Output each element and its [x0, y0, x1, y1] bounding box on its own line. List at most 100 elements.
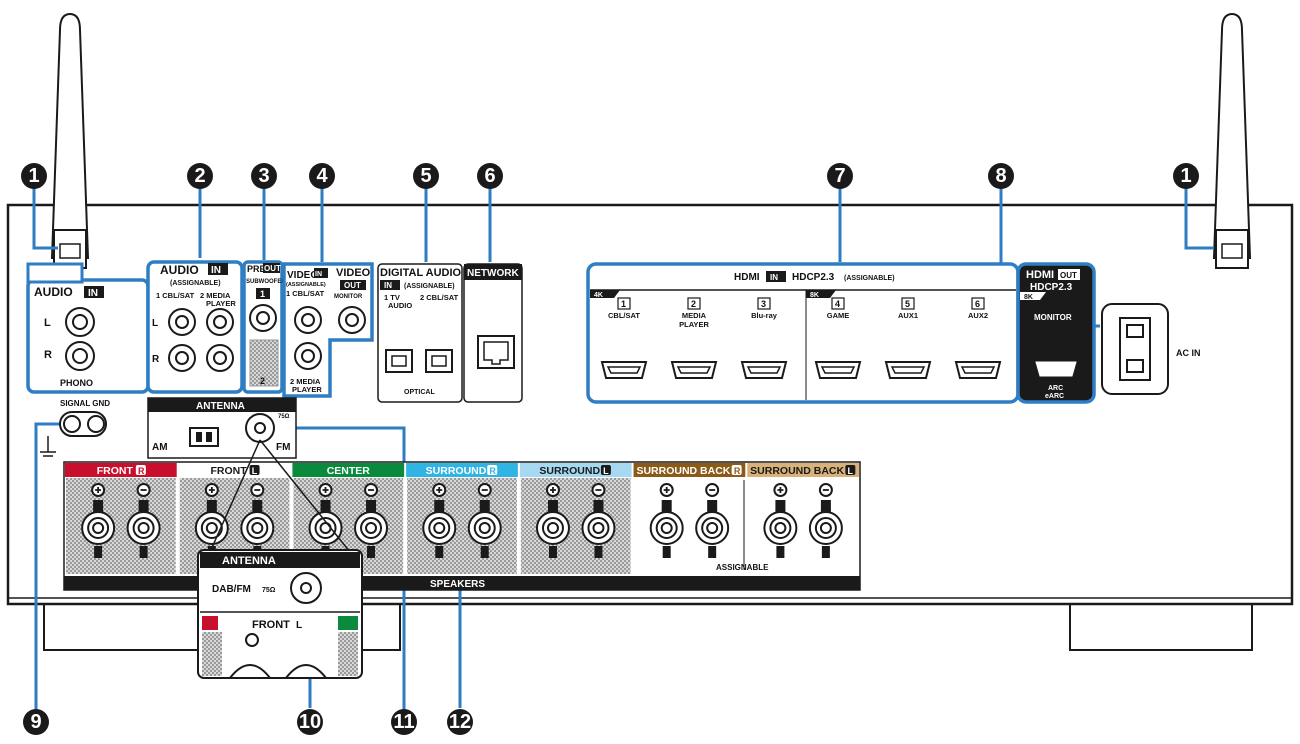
- optical-port-2[interactable]: [425, 349, 453, 373]
- hdmi-in-connector[interactable]: [600, 361, 648, 379]
- antenna-right: [1212, 12, 1252, 269]
- hdmi-in-block: HDMI IN HDCP2.3 (ASSIGNABLE) 4K 8K 1CBL/…: [586, 262, 1020, 404]
- video-in-ch2: 2 MEDIA: [290, 377, 321, 386]
- hdmi-out-badge: 8K: [1024, 294, 1033, 301]
- optical-port-1[interactable]: [385, 349, 413, 373]
- speaker-channel-letter: L: [603, 466, 609, 476]
- callout-circle: [297, 709, 323, 735]
- callout-number: 4: [316, 165, 328, 187]
- callout-number: 5: [420, 165, 431, 187]
- audio-in-ch1: 1 CBL/SAT: [156, 291, 195, 300]
- speaker-channel-badge: [487, 465, 498, 475]
- callout-number: 1: [1180, 165, 1191, 187]
- callout-8: 8: [988, 163, 1014, 189]
- network-title: NETWORK: [467, 268, 519, 279]
- hdmi-in-ports: 1CBL/SAT2MEDIAPLAYER3Blu-ray4GAME5AUX16A…: [600, 297, 1002, 379]
- hdmi-out-port[interactable]: [1035, 361, 1077, 377]
- speaker-channel-letter: R: [138, 466, 145, 476]
- callout-circle: [21, 163, 47, 189]
- speaker-group-3: CENTER: [292, 463, 405, 574]
- speakers-title: SPEAKERS: [430, 579, 485, 590]
- video-in-ch1: 1 CBL/SAT: [286, 289, 325, 298]
- video-in-assign: (ASSIGNABLE): [286, 282, 326, 288]
- callout-circle: [827, 163, 853, 189]
- callout-11: 10: [297, 709, 323, 735]
- foot-left: [43, 604, 401, 651]
- callout-circle: [309, 163, 335, 189]
- hdmi-in-connector[interactable]: [670, 361, 718, 379]
- callout-number: 6: [484, 165, 495, 187]
- speaker-channel-badge: [249, 465, 260, 475]
- callout-circle: [477, 163, 503, 189]
- hdmi-port-number-box: [687, 297, 701, 310]
- hdmi-in-assign: (ASSIGNABLE): [844, 275, 895, 282]
- inset-title: ANTENNA: [222, 555, 276, 567]
- video-out-title: VIDEO: [336, 267, 371, 279]
- audio-in-assign-tag: IN: [211, 265, 221, 276]
- callout-10: 9: [23, 709, 49, 735]
- callout-number: 1: [28, 165, 39, 187]
- antenna-am: AM: [152, 442, 168, 453]
- inset-ohm: 75Ω: [262, 587, 276, 594]
- callout-12: 11: [391, 709, 417, 735]
- preout-title-pre: PRE: [247, 264, 266, 274]
- hdmi-port-name: GAME: [827, 311, 850, 320]
- hdmi-in-connector[interactable]: [814, 361, 862, 379]
- callout-number: 7: [834, 165, 845, 187]
- inset-dabfm: DAB/FM: [212, 584, 251, 595]
- hdmi-port-number-box: [757, 297, 771, 310]
- speaker-channel-letter: L: [848, 466, 854, 476]
- hdmi-out-monitor: MONITOR: [1034, 313, 1072, 322]
- callout-number: 3: [258, 165, 269, 187]
- audio-in-ch2: 2 MEDIA: [200, 291, 231, 300]
- speaker-group-label: SURROUND: [426, 465, 487, 477]
- callout-circle: [23, 709, 49, 735]
- hdmi-in-connector[interactable]: [954, 361, 1002, 379]
- phono-label: PHONO: [60, 378, 93, 388]
- hdmi-port-number: 3: [761, 299, 766, 309]
- video-in-title: VIDEO: [287, 270, 318, 281]
- hdmi-in-connector[interactable]: [884, 361, 932, 379]
- audio-in-phono-block: AUDIO IN L R PHONO: [26, 262, 150, 394]
- am-terminal[interactable]: [189, 427, 219, 447]
- speaker-channel-badge: [845, 465, 856, 475]
- inset-front: FRONT: [252, 619, 290, 631]
- callout-3: 3: [251, 163, 277, 189]
- hdmi-out-hdcp: HDCP2.3: [1030, 282, 1073, 293]
- digital-ch1b: AUDIO: [388, 301, 412, 310]
- hdmi-out-earc: eARC: [1045, 393, 1064, 400]
- audio-in-phono-title: AUDIO: [34, 285, 73, 299]
- callout-circle: [391, 709, 417, 735]
- speaker-group-label: FRONT: [210, 465, 247, 477]
- speaker-group-label: SURROUND: [539, 465, 600, 477]
- ac-inlet[interactable]: [1119, 317, 1151, 381]
- video-in-ch2b: PLAYER: [292, 385, 322, 394]
- hdmi-in-connector[interactable]: [740, 361, 788, 379]
- callout-number: 11: [393, 711, 414, 733]
- network-block: NETWORK: [463, 263, 523, 403]
- hdmi-port-number: 4: [835, 299, 840, 309]
- callout-6: 6: [477, 163, 503, 189]
- preout-n2: 2: [260, 376, 265, 386]
- speaker-channel-badge: [600, 465, 611, 475]
- hdmi-out-block: HDMI OUT HDCP2.3 8K MONITOR ARC eARC: [1016, 262, 1096, 404]
- hdmi-port-number-box: [901, 297, 915, 310]
- callout-circle: [187, 163, 213, 189]
- hdmi-badge-4k: 4K: [594, 292, 603, 299]
- signal-gnd-label: SIGNAL GND: [60, 399, 110, 408]
- callout-number: 12: [449, 711, 471, 733]
- hdmi-in-title: HDMI: [734, 272, 760, 283]
- video-in-tag: IN: [315, 271, 322, 278]
- video-out-sub: MONITOR: [334, 294, 363, 300]
- callout-circle: [413, 163, 439, 189]
- preout-sub: SUBWOOFER: [246, 279, 286, 285]
- callout-circle: [447, 709, 473, 735]
- digital-ch2: 2 CBL/SAT: [420, 293, 459, 302]
- callout-13: 12: [447, 709, 473, 735]
